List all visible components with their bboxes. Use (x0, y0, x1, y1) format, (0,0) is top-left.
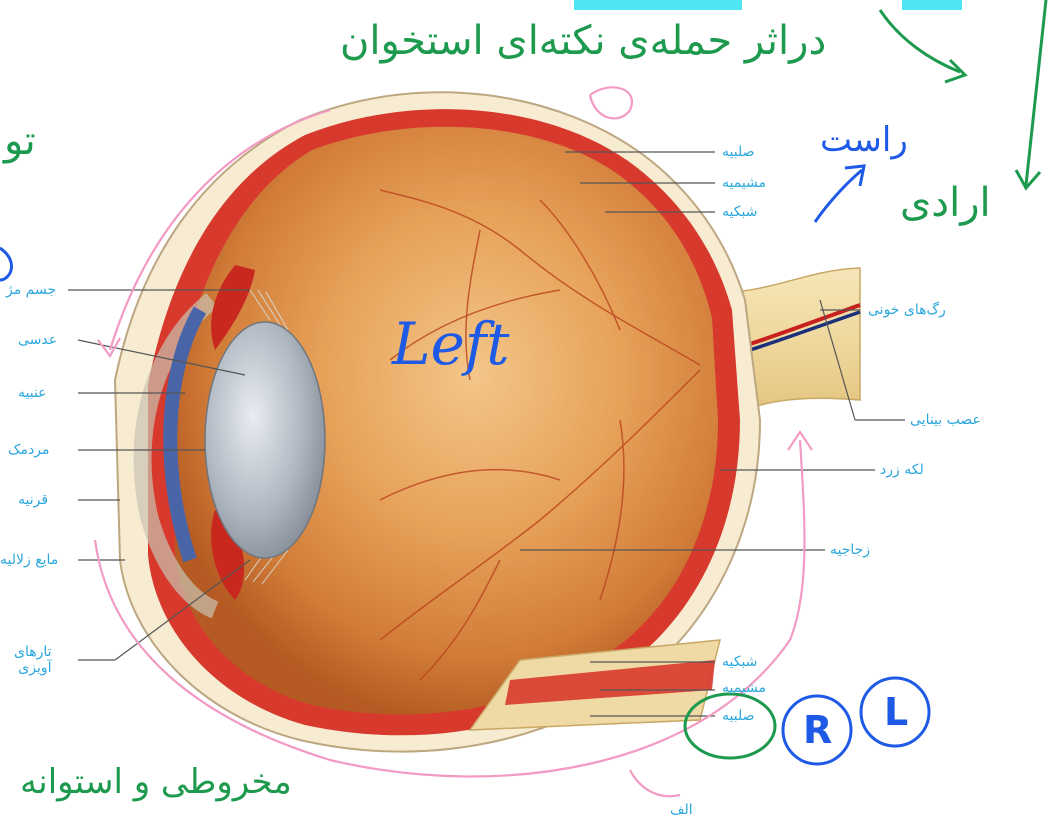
handwriting-left-edge: تو (4, 118, 36, 164)
label-retina-bottom: شبکیه (722, 654, 757, 670)
label-blood-vessels: رگ‌های خونی (868, 302, 946, 318)
label-sclera-bottom: صلبیه (722, 708, 754, 724)
label-cornea: قرنیه (18, 492, 48, 508)
label-pupil: مردمک (8, 442, 50, 458)
handwriting-circle-r: R (803, 708, 832, 752)
label-iris: عنبیه (18, 385, 47, 401)
label-vitreous: زجاجیه (830, 542, 870, 558)
label-lens: عدسی (18, 332, 57, 348)
handwriting-top-green: دراثر حمله‌ی نکته‌ای استخوان (340, 18, 826, 64)
label-ciliary-body: جسم مژ (6, 282, 56, 298)
label-zonular-fibers: تارهای آویزی (14, 644, 52, 676)
handwriting-blue-small: راست (820, 120, 908, 160)
label-choroid-top: مشیمیه (722, 175, 766, 191)
label-sclera-top: صلبیه (722, 144, 754, 160)
label-bottom-fragment: الف (670, 802, 693, 818)
label-optic-nerve: عصب بینایی (910, 412, 981, 428)
label-choroid-bottom: مشیمیه (722, 680, 766, 696)
handwriting-right-green: ارادی (900, 180, 991, 226)
label-retina-top: شبکیه (722, 204, 757, 220)
lens-shape (205, 322, 325, 558)
label-aqueous-humor: مایع زلالیه (0, 552, 58, 568)
handwriting-left: Left (392, 310, 510, 378)
handwriting-bottom-green: مخروطی و استوانه (20, 762, 292, 802)
label-fovea: لکه زرد (880, 462, 924, 478)
handwriting-circle-l: L (884, 690, 908, 734)
